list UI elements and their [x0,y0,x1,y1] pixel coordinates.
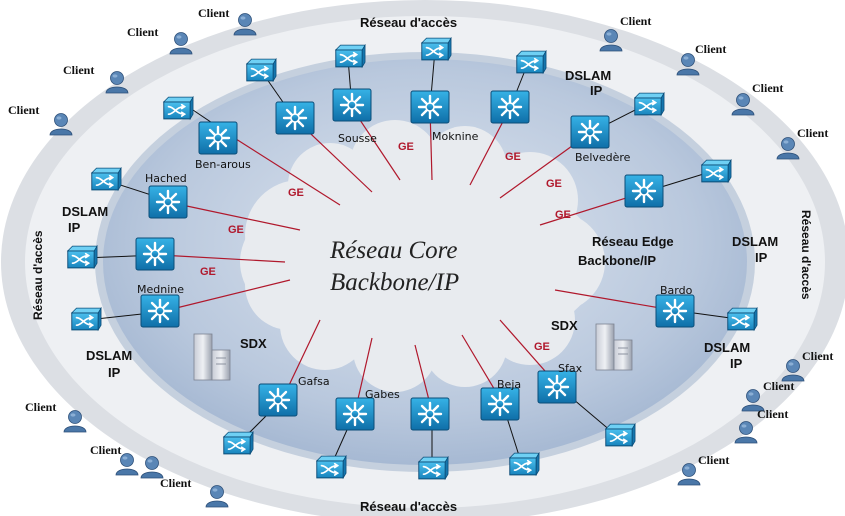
dslam-label: DSLAM [732,234,778,249]
client-label: Client [620,14,651,28]
client-label: Client [127,25,158,39]
router-icon [490,90,530,124]
dslam-switch-icon [508,452,540,476]
dslam-switch-icon [726,307,758,331]
router-icon [410,90,450,124]
client-label: Client [25,400,56,414]
ip-label: IP [755,250,768,265]
city-label-ben-arous: Ben-arous [195,158,251,171]
dslam-label: DSLAM [86,348,132,363]
dslam-switch-icon [604,423,636,447]
dslam-switch-icon [515,50,547,74]
edge-network-subtitle: Backbone/IP [578,253,656,268]
city-label-gabes: Gabes [365,388,400,401]
client-label: Client [698,453,729,467]
router-icon [332,88,372,122]
dslam-label: DSLAM [565,68,611,83]
city-label-moknine: Moknine [432,130,479,143]
router-icon [140,294,180,328]
access-network-label-left: Réseau d'accès [31,230,45,320]
dslam-switch-icon [162,96,194,120]
core-network-title: Réseau Core [329,237,458,264]
edge-network-title: Réseau Edge [592,234,674,249]
client-label: Client [198,6,229,20]
dslam-switch-icon [70,307,102,331]
dslam-label: DSLAM [62,204,108,219]
client-user-icon [169,32,193,55]
router-icon [480,387,520,421]
client-label: Client [757,407,788,421]
router-icon [135,237,175,271]
ip-label: IP [590,83,603,98]
city-label-sfax: Sfax [558,362,583,375]
router-icon [537,370,577,404]
client-label: Client [802,349,833,363]
core-cloud [240,120,605,392]
client-label: Client [63,63,94,77]
sdx-label: SDX [240,336,267,351]
ge-label: GE [200,266,216,278]
client-label: Client [763,379,794,393]
router-icon [148,185,188,219]
dslam-switch-icon [633,92,665,116]
access-network-label-right: Réseau d'accès [799,210,813,300]
ge-label: GE [288,187,304,199]
client-label: Client [695,42,726,56]
ge-label: GE [505,151,521,163]
core-network-subtitle: Backbone/IP [330,269,459,296]
dslam-switch-icon [66,245,98,269]
ge-label: GE [534,341,550,353]
client-label: Client [752,81,783,95]
city-label-gafsa: Gafsa [298,375,330,388]
ge-label: GE [555,209,571,221]
dslam-switch-icon [420,37,452,61]
router-icon [275,101,315,135]
ip-label: IP [730,356,743,371]
client-label: Client [8,103,39,117]
city-label-hached: Hached [145,172,187,185]
ip-label: IP [108,365,121,380]
router-icon [258,383,298,417]
city-label-belvedere: Belvedère [575,151,631,164]
city-label-beja: Beja [497,378,521,391]
router-icon [410,397,450,431]
dslam-switch-icon [315,455,347,479]
ip-label: IP [68,220,81,235]
dslam-switch-icon [222,431,254,455]
router-icon [624,174,664,208]
dslam-switch-icon [700,159,732,183]
city-label-mednine: Mednine [137,283,184,296]
router-icon [198,121,238,155]
ge-label: GE [546,178,562,190]
city-label-sousse: Sousse [338,132,377,145]
router-icon [335,397,375,431]
access-network-label-top: Réseau d'accès [360,15,457,30]
dslam-label: DSLAM [704,340,750,355]
dslam-switch-icon [245,58,277,82]
client-label: Client [90,443,121,457]
client-label: Client [797,126,828,140]
router-icon [570,115,610,149]
city-label-bardo: Bardo [660,284,693,297]
client-label: Client [160,476,191,490]
sdx-label: SDX [551,318,578,333]
dslam-switch-icon [417,456,449,480]
router-icon [655,294,695,328]
ge-label: GE [398,141,414,153]
dslam-switch-icon [334,44,366,68]
access-network-label-bottom: Réseau d'accès [360,499,457,514]
ge-label: GE [228,224,244,236]
dslam-switch-icon [90,167,122,191]
